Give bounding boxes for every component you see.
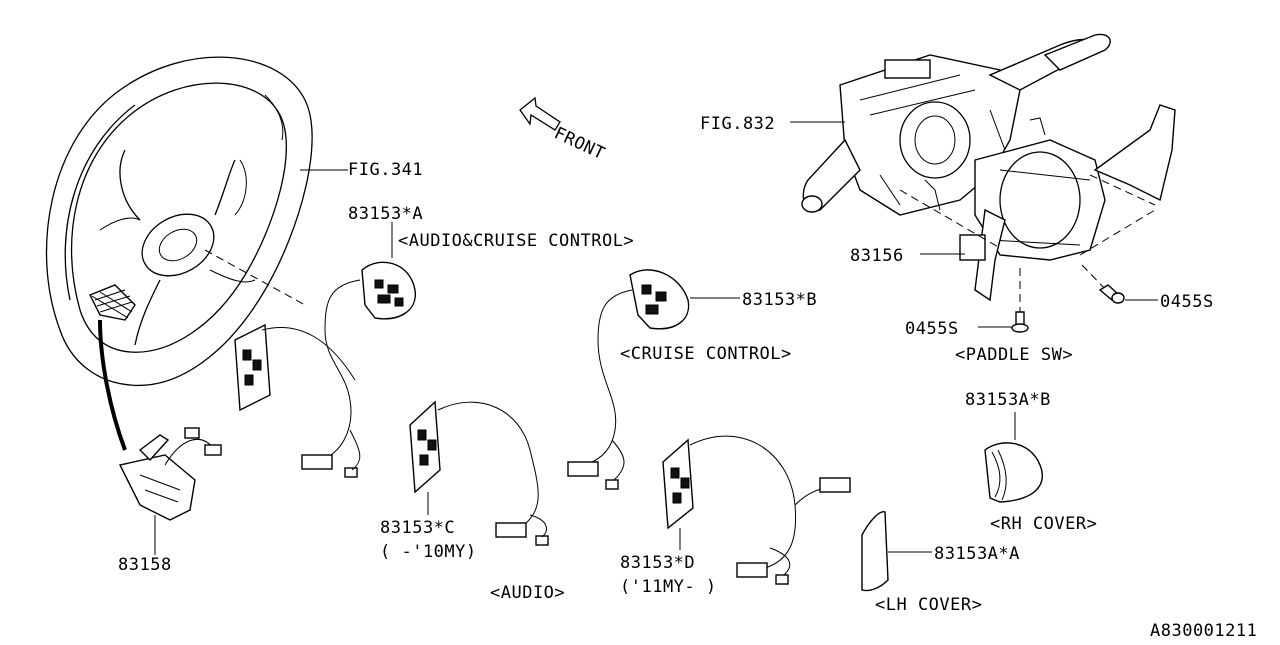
rh-cover [984, 442, 1043, 503]
label-0455s-left: 0455S [905, 319, 959, 339]
label-front: FRONT [551, 123, 608, 164]
part-83153-a [234, 261, 416, 478]
steering-wheel [45, 56, 313, 451]
part-83153-b [567, 269, 690, 490]
hatched-paddle-region [89, 284, 136, 321]
label-audio-cruise: <AUDIO&CRUISE CONTROL> [398, 231, 634, 251]
part-83158 [118, 427, 222, 555]
label-83153-b: 83153*B [742, 290, 817, 310]
label-lh-cover: <LH COVER> [875, 595, 982, 615]
label-0455s-right: 0455S [1160, 292, 1214, 312]
part-83153-d [662, 435, 851, 585]
label-11my: ('11MY- ) [620, 577, 717, 597]
label-83153a-a: 83153A*A [934, 544, 1020, 564]
label-83156: 83156 [850, 246, 904, 266]
part-83156 [959, 104, 1176, 302]
label-10my: ( -'10MY) [380, 542, 477, 562]
front-arrow-icon [519, 96, 561, 131]
screw-right-icon [1081, 264, 1125, 304]
label-83153-a: 83153*A [348, 204, 423, 224]
label-83153-c: 83153*C [380, 518, 455, 538]
label-83153a-b: 83153A*B [965, 390, 1051, 410]
label-cruise: <CRUISE CONTROL> [620, 344, 792, 364]
label-83153-d: 83153*D [620, 553, 695, 573]
label-rh-cover: <RH COVER> [990, 514, 1097, 534]
label-audio: <AUDIO> [490, 583, 565, 603]
drawing-number: A830001211 [1150, 621, 1257, 640]
part-83153-c [409, 400, 549, 546]
label-83158: 83158 [118, 555, 172, 575]
screw-left-icon [1011, 268, 1029, 333]
label-fig341: FIG.341 [348, 160, 423, 180]
label-fig832: FIG.832 [700, 114, 775, 134]
label-paddle: <PADDLE SW> [955, 345, 1073, 365]
lh-cover [861, 511, 889, 592]
